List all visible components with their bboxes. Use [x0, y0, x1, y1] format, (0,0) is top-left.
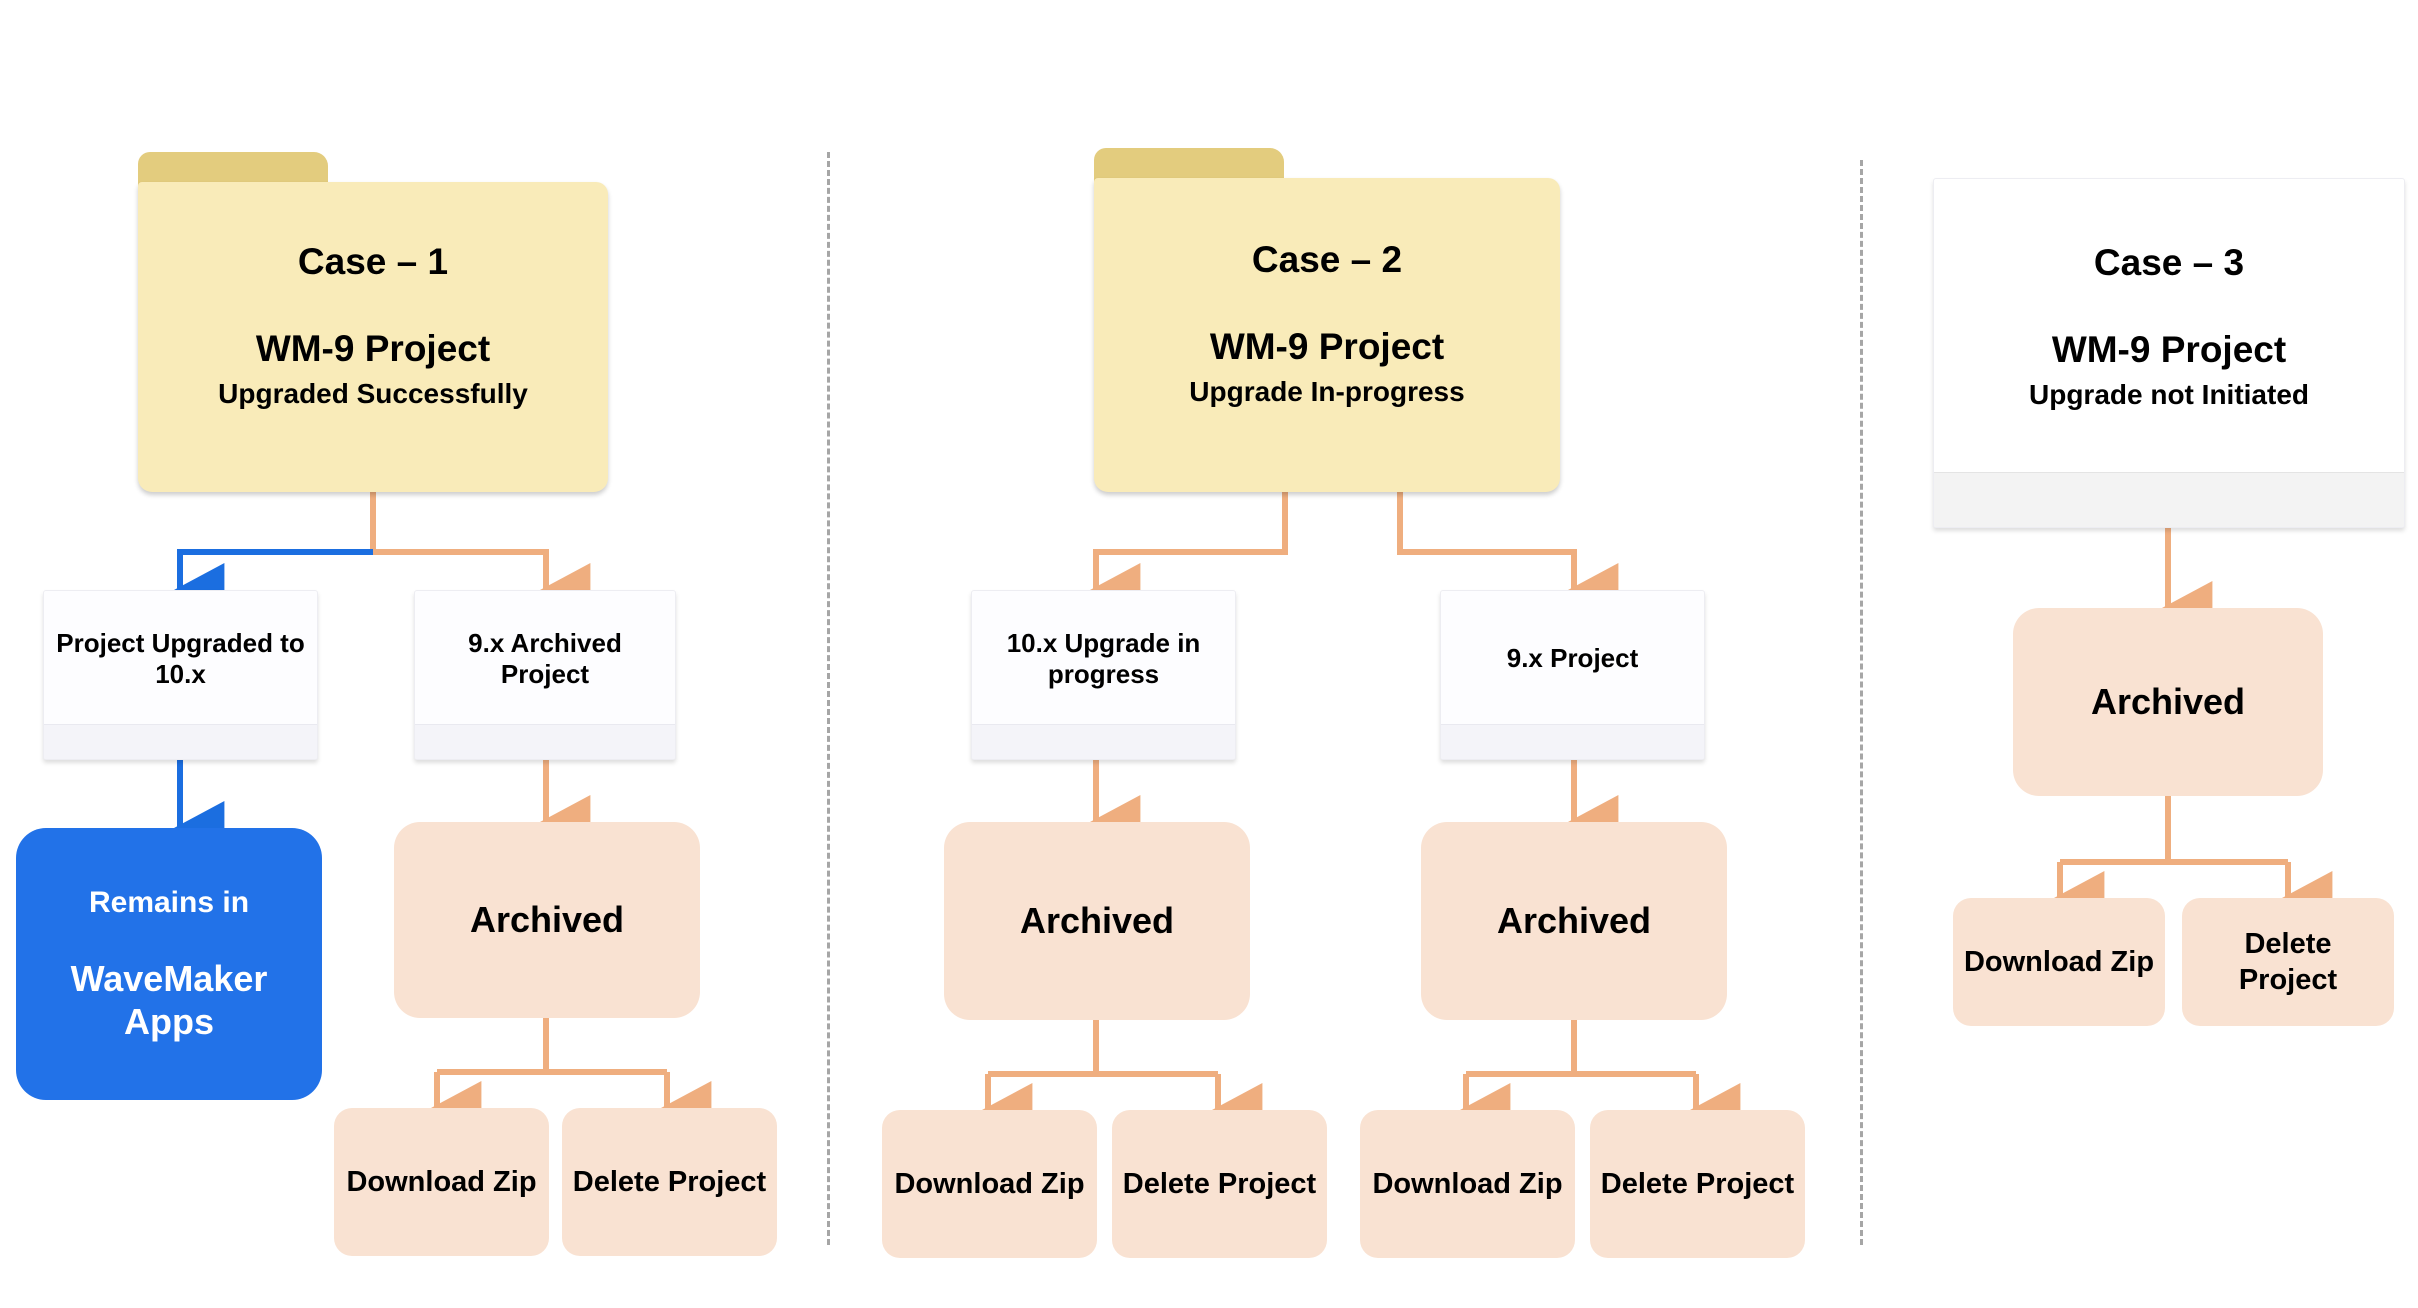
case1-right-card[interactable]: 9.x Archived Project — [414, 590, 676, 760]
case1-right-card-footer — [415, 724, 675, 759]
case3-delete-project-button[interactable]: Delete Project — [2182, 898, 2394, 1026]
case3-download-zip-button[interactable]: Download Zip — [1953, 898, 2165, 1026]
column-divider-left — [827, 152, 830, 1245]
case3-card-title: WM-9 Project — [2051, 328, 2287, 370]
case1-right-card-label: 9.x Archived Project — [468, 627, 622, 689]
case2-right-archived-label: Archived — [1496, 900, 1652, 942]
case1-left-card-label: Project Upgraded to 10.x — [56, 627, 305, 689]
case1-left-card-footer — [44, 724, 317, 759]
case2-left-card-footer — [972, 724, 1235, 759]
case2-folder: Case – 2 WM-9 Project Upgrade In-progres… — [1094, 148, 1560, 492]
case1-left-card[interactable]: Project Upgraded to 10.x — [43, 590, 318, 760]
case1-blue-line1: Remains in — [88, 885, 250, 919]
case2-left-download-zip-button[interactable]: Download Zip — [882, 1110, 1097, 1258]
case1-blue-line2: WaveMaker Apps — [70, 957, 268, 1042]
case2-left-card-label: 10.x Upgrade in progress — [1006, 627, 1201, 689]
case1-case-label: Case – 1 — [297, 241, 449, 283]
case2-right-delete-project-label: Delete Project — [1600, 1167, 1795, 1200]
column-divider-right — [1860, 160, 1863, 1245]
case2-right-download-zip-label: Download Zip — [1372, 1167, 1563, 1200]
case1-folder-subtitle: Upgraded Successfully — [218, 377, 528, 409]
case2-folder-body: Case – 2 WM-9 Project Upgrade In-progres… — [1094, 178, 1560, 492]
case1-download-zip-button[interactable]: Download Zip — [334, 1108, 549, 1256]
case1-delete-project-button[interactable]: Delete Project — [562, 1108, 777, 1256]
case3-archived-node[interactable]: Archived — [2013, 608, 2323, 796]
case3-card-footer — [1934, 472, 2404, 527]
case2-right-card-footer — [1441, 724, 1704, 759]
case2-left-archived-node[interactable]: Archived — [944, 822, 1250, 1020]
c1-branch-right — [373, 549, 591, 617]
case2-right-download-zip-button[interactable]: Download Zip — [1360, 1110, 1575, 1258]
case2-folder-subtitle: Upgrade In-progress — [1189, 375, 1465, 407]
case3-delete-project-label: Delete Project — [2238, 927, 2338, 996]
case2-right-delete-project-button[interactable]: Delete Project — [1590, 1110, 1805, 1258]
case2-right-card[interactable]: 9.x Project — [1440, 590, 1705, 760]
case1-archived-label: Archived — [469, 899, 625, 941]
case1-folder: Case – 1 WM-9 Project Upgraded Successfu… — [138, 152, 608, 492]
case1-folder-title: WM-9 Project — [255, 327, 491, 369]
case3-archived-label: Archived — [2090, 681, 2246, 723]
case2-left-card[interactable]: 10.x Upgrade in progress — [971, 590, 1236, 760]
case1-archived-node[interactable]: Archived — [394, 822, 700, 1018]
case2-case-label: Case – 2 — [1251, 239, 1403, 281]
case2-folder-title: WM-9 Project — [1209, 325, 1445, 367]
case3-download-zip-label: Download Zip — [1963, 945, 2155, 978]
case1-download-zip-label: Download Zip — [346, 1165, 537, 1198]
case2-right-archived-node[interactable]: Archived — [1421, 822, 1727, 1020]
case2-left-delete-project-button[interactable]: Delete Project — [1112, 1110, 1327, 1258]
case2-left-archived-label: Archived — [1019, 900, 1175, 942]
case2-right-card-label: 9.x Project — [1506, 643, 1639, 674]
c2-branch-left — [1090, 492, 1288, 617]
case1-delete-project-label: Delete Project — [572, 1165, 767, 1198]
c2-branch-right — [1397, 492, 1619, 617]
case3-case-label: Case – 3 — [2093, 242, 2245, 284]
case3-card[interactable]: Case – 3 WM-9 Project Upgrade not Initia… — [1933, 178, 2405, 528]
case1-folder-body: Case – 1 WM-9 Project Upgraded Successfu… — [138, 182, 608, 492]
case2-left-delete-project-label: Delete Project — [1122, 1167, 1317, 1200]
case2-left-download-zip-label: Download Zip — [894, 1167, 1085, 1200]
case3-card-subtitle: Upgrade not Initiated — [2029, 378, 2309, 410]
c1-branch-left — [174, 549, 373, 617]
case1-wavemaker-apps-node[interactable]: Remains in WaveMaker Apps — [16, 828, 322, 1100]
